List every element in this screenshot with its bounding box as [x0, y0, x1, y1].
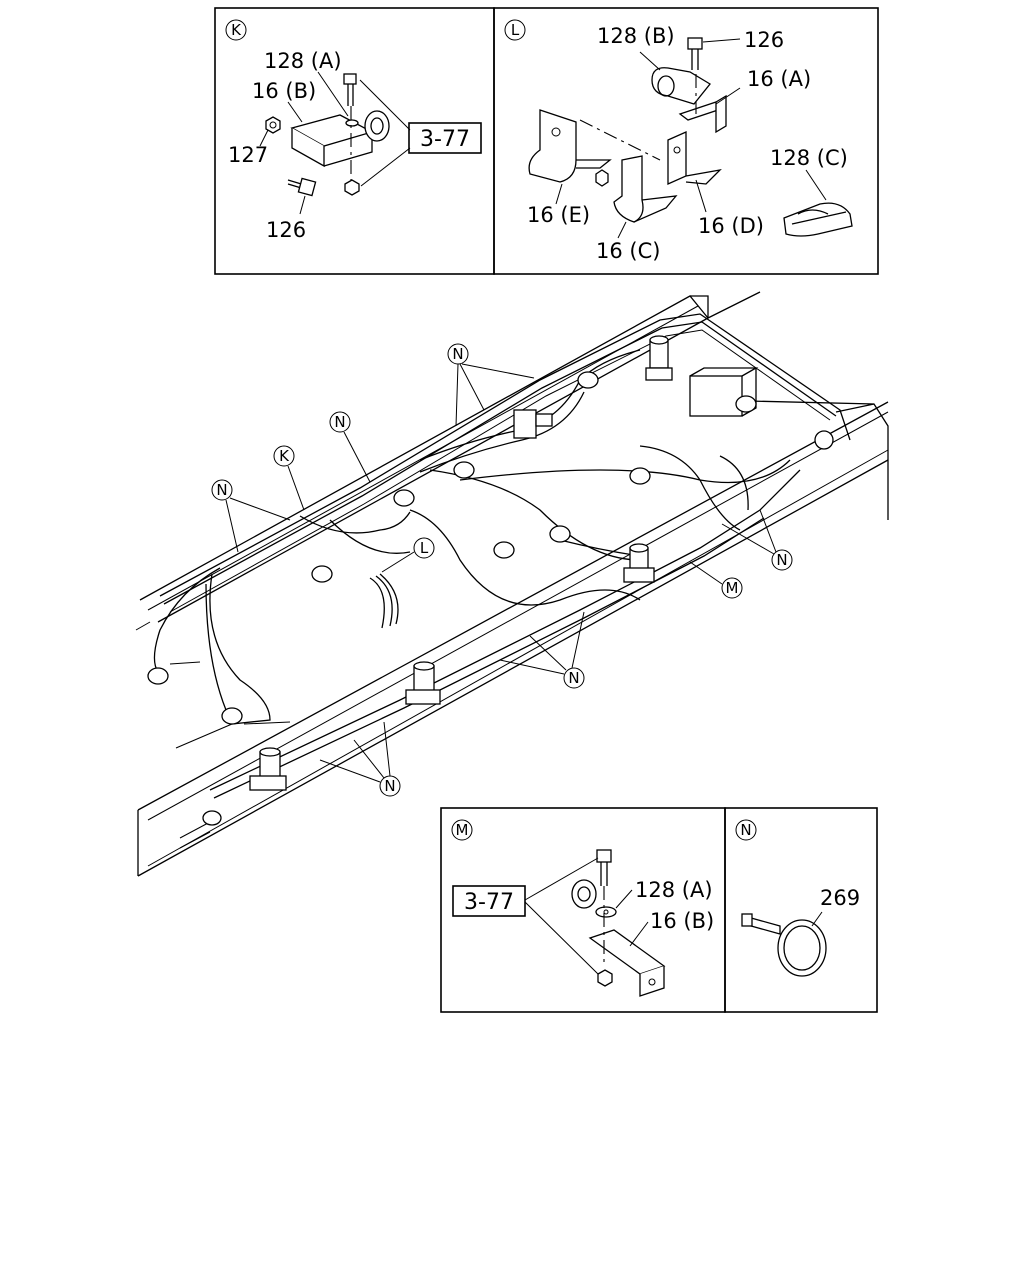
label-127: 127	[228, 143, 268, 167]
callout-n-middle: N	[499, 611, 585, 689]
svg-text:M: M	[456, 821, 469, 839]
label-16e: 16 (E)	[527, 203, 590, 227]
callout-n-upper: N	[329, 411, 371, 483]
svg-text:3-77: 3-77	[464, 890, 514, 915]
wire-harness	[135, 313, 851, 799]
valves-and-fittings	[147, 335, 834, 826]
panel-l: L 128 (B) 126 16 (A) 128 (C) 16 (E) 16 (…	[493, 7, 879, 275]
ref-box-3-77-m: 3-77	[452, 885, 526, 917]
svg-text:N: N	[334, 413, 345, 431]
svg-text:L: L	[420, 539, 429, 557]
cable-tie-269-drawing	[741, 911, 827, 977]
lower-nut-drawing	[344, 179, 360, 196]
callout-m: M	[689, 561, 743, 599]
callout-n-left: N	[211, 479, 291, 553]
clip-128c-drawing	[783, 169, 853, 237]
svg-text:N: N	[776, 551, 787, 569]
bolt-m-drawing	[596, 849, 612, 886]
label-126-l: 126	[744, 28, 784, 52]
label-16c: 16 (C)	[596, 239, 660, 263]
label-16b: 16 (B)	[252, 79, 316, 103]
nut-127-drawing	[265, 116, 281, 134]
label-16b-m: 16 (B)	[650, 909, 714, 933]
bracket-16d-drawing	[667, 130, 722, 213]
callout-l: L	[381, 537, 435, 573]
main-callouts: N N K N L N M	[211, 343, 793, 797]
label-269: 269	[820, 886, 860, 910]
callout-k: K	[273, 445, 305, 511]
bolt-126-l-drawing	[687, 37, 741, 70]
svg-text:M: M	[726, 579, 739, 597]
svg-text:3-77: 3-77	[420, 127, 470, 152]
panel-l-border	[493, 7, 879, 275]
panel-m: M 3-77 128 (A) 16 (B)	[440, 807, 726, 1013]
bracket-16e-drawing	[528, 109, 612, 205]
panel-n: N 269	[724, 807, 878, 1013]
panel-n-marker: N	[735, 819, 757, 841]
label-128b: 128 (B)	[597, 24, 675, 48]
label-128c: 128 (C)	[770, 146, 848, 170]
label-128a-m: 128 (A)	[635, 878, 713, 902]
svg-text:N: N	[740, 821, 751, 839]
svg-text:N: N	[568, 669, 579, 687]
bolt-top-drawing	[343, 73, 357, 106]
svg-text:L: L	[511, 21, 520, 39]
bracket-16b-drawing	[290, 114, 374, 168]
panel-k: K 128 (A) 16 (B) 127 126 3-77	[214, 7, 495, 275]
svg-text:N: N	[216, 481, 227, 499]
label-16d: 16 (D)	[698, 214, 764, 238]
bracket-16a-drawing	[678, 87, 741, 134]
svg-text:N: N	[452, 345, 463, 363]
callout-n-right: N	[721, 509, 793, 571]
clip-128a-m-drawing	[571, 879, 617, 918]
nut-m-drawing	[597, 969, 613, 987]
label-16a: 16 (A)	[747, 67, 811, 91]
bolt-126-drawing	[287, 177, 317, 197]
panel-m-marker: M	[451, 819, 473, 841]
bracket-16c-drawing	[595, 155, 678, 239]
clip-128b-drawing	[639, 51, 711, 105]
panel-l-marker: L	[504, 19, 526, 41]
svg-text:K: K	[231, 21, 242, 39]
clip-128a-drawing	[345, 110, 390, 142]
panel-k-marker: K	[225, 19, 247, 41]
svg-text:K: K	[279, 447, 290, 465]
callout-n-top: N	[447, 343, 535, 427]
panel-n-border	[724, 807, 878, 1013]
label-126: 126	[266, 218, 306, 242]
svg-text:N: N	[384, 777, 395, 795]
ref-box-3-77: 3-77	[408, 122, 482, 154]
bracket-16b-m-drawing	[588, 929, 666, 997]
callout-n-bottom: N	[319, 721, 401, 797]
label-128a: 128 (A)	[264, 49, 342, 73]
